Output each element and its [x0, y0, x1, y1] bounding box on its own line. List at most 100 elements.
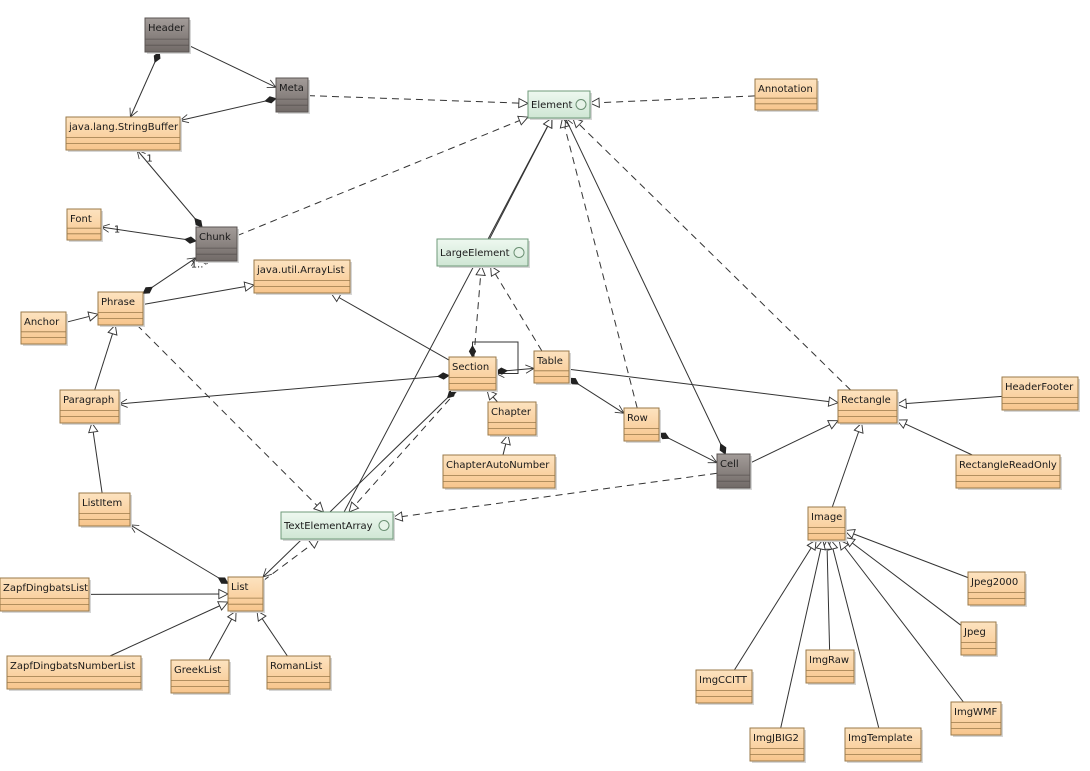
edge-row-to-element	[563, 118, 638, 409]
class-romanlist[interactable]: RomanList	[266, 655, 332, 691]
class-name: Annotation	[758, 84, 813, 95]
class-box	[144, 17, 190, 53]
class-name: java.util.ArrayList	[256, 265, 345, 276]
edge-section-to-largeelement	[473, 266, 482, 358]
class-table[interactable]: Table	[533, 350, 571, 385]
edge-jpeg2000-to-image	[845, 531, 969, 579]
edge-table-to-largeelement	[491, 266, 543, 352]
class-name: Jpeg2000	[970, 577, 1018, 588]
edge-header-to-stringbuffer	[130, 52, 159, 117]
class-imgwmf[interactable]: ImgWMF	[950, 701, 1003, 737]
class-largeelement[interactable]: LargeElement	[436, 238, 530, 268]
edge-chunk-to-element	[236, 117, 528, 237]
class-box	[195, 226, 238, 262]
class-box	[59, 389, 120, 424]
interface-icon	[575, 99, 587, 110]
class-meta[interactable]: Meta	[275, 77, 310, 114]
class-chunk[interactable]: Chunk	[195, 226, 239, 263]
edge-row-to-cell	[659, 433, 717, 464]
interface-icon	[513, 247, 525, 258]
class-header[interactable]: Header	[144, 17, 191, 54]
class-name: java.lang.StringBuffer	[68, 122, 179, 133]
multiplicity-label: 1	[146, 154, 152, 165]
class-phrase[interactable]: Phrase	[97, 291, 145, 327]
class-rectanglereadonly[interactable]: RectangleReadOnly	[955, 454, 1062, 490]
edge-meta-to-element	[307, 95, 528, 104]
class-row[interactable]: Row	[623, 407, 661, 443]
edge-imgtemplate-to-image	[831, 540, 880, 729]
class-chapter[interactable]: Chapter	[487, 401, 538, 437]
edge-chunk-to-font	[101, 227, 196, 241]
class-name: Section	[452, 362, 489, 373]
class-box	[20, 311, 67, 345]
class-name: ChapterAutoNumber	[446, 460, 550, 471]
class-cell[interactable]: Cell	[716, 453, 752, 490]
class-annotation[interactable]: Annotation	[754, 78, 819, 112]
edge-phrase-to-textelementarray	[136, 324, 324, 512]
class-box	[78, 492, 131, 527]
class-headerfooter[interactable]: HeaderFooter	[1001, 376, 1080, 412]
class-name: Rectangle	[841, 395, 891, 406]
class-listitem[interactable]: ListItem	[78, 492, 132, 528]
class-zapfdingbatsnumberlist[interactable]: ZapfDingbatsNumberList	[6, 655, 143, 691]
edge-imgccitt-to-image	[733, 540, 816, 671]
class-imgraw[interactable]: ImgRaw	[805, 649, 856, 685]
class-font[interactable]: Font	[66, 208, 103, 242]
edge-zapfdingbatsnumberlist-to-list	[109, 602, 228, 657]
class-box	[805, 649, 855, 684]
class-box	[6, 655, 142, 690]
class-jpeg2000[interactable]: Jpeg2000	[967, 571, 1027, 607]
class-name: ImgCCITT	[699, 675, 748, 686]
class-box	[65, 116, 181, 151]
edge-table-to-rectangle	[568, 368, 838, 403]
edges-layer	[65, 45, 1003, 729]
class-name: Paragraph	[63, 395, 114, 406]
class-box	[844, 727, 922, 762]
class-box	[837, 389, 898, 424]
class-stringbuffer[interactable]: java.lang.StringBuffer	[65, 116, 182, 152]
class-name: Table	[536, 356, 563, 367]
class-jpeg[interactable]: Jpeg	[960, 621, 998, 657]
edge-phrase-to-arraylist	[142, 285, 254, 305]
class-imgccitt[interactable]: ImgCCITT	[695, 669, 754, 705]
edge-rectangle-to-element	[573, 118, 851, 391]
class-paragraph[interactable]: Paragraph	[59, 389, 121, 425]
class-name: ZapfDingbatsNumberList	[10, 661, 135, 672]
class-textelementarray[interactable]: TextElementArray	[280, 511, 395, 541]
class-box	[170, 659, 230, 694]
class-name: Chunk	[199, 232, 231, 243]
class-name: RectangleReadOnly	[959, 460, 1057, 471]
class-name: ImgWMF	[954, 707, 998, 718]
edge-image-to-rectangle	[831, 423, 861, 508]
class-box	[280, 511, 394, 540]
class-element[interactable]: Element	[527, 90, 592, 120]
class-rectangle[interactable]: Rectangle	[837, 389, 899, 425]
class-list[interactable]: List	[227, 576, 265, 613]
class-name: List	[231, 582, 249, 593]
class-box	[227, 576, 264, 612]
class-box	[487, 401, 537, 436]
edge-paragraph-to-phrase	[94, 325, 116, 391]
class-box	[448, 356, 497, 391]
interface-icon	[378, 520, 390, 531]
class-anchor[interactable]: Anchor	[20, 311, 68, 346]
class-chapterautonumber[interactable]: ChapterAutoNumber	[442, 454, 557, 490]
class-box	[436, 238, 529, 267]
class-name: ZapfDingbatsList	[3, 583, 88, 594]
class-arraylist[interactable]: java.util.ArrayList	[253, 259, 352, 295]
edge-list-to-textelementarray	[262, 539, 319, 582]
class-zapfdingbatslist[interactable]: ZapfDingbatsList	[0, 577, 91, 613]
class-imgtemplate[interactable]: ImgTemplate	[844, 727, 923, 763]
class-name: Phrase	[101, 297, 135, 308]
edge-list-to-listitem	[130, 525, 228, 584]
edge-chapterautonumber-to-chapter	[503, 435, 508, 456]
class-name: Meta	[279, 83, 304, 94]
class-box	[716, 453, 751, 489]
class-image[interactable]: Image	[807, 506, 847, 542]
edge-rectanglereadonly-to-rectangle	[897, 420, 973, 456]
class-greeklist[interactable]: GreekList	[170, 659, 231, 695]
class-imgjbig2[interactable]: ImgJBIG2	[749, 727, 806, 763]
class-name: Image	[811, 512, 842, 523]
class-box	[807, 506, 846, 541]
class-section[interactable]: Section	[448, 356, 498, 392]
